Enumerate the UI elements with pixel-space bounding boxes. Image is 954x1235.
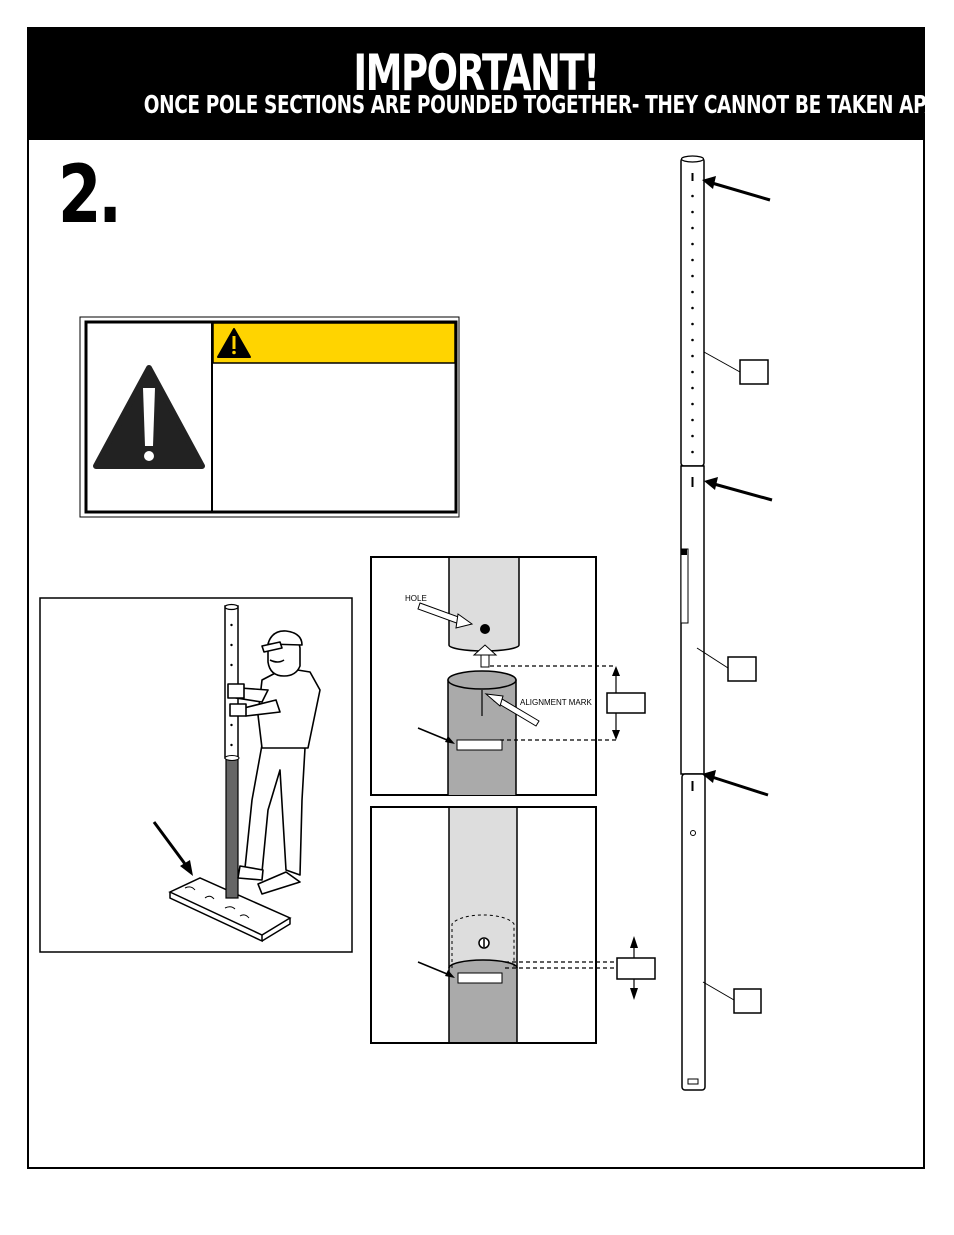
important-banner: IMPORTANT! ONCE POLE SECTIONS ARE POUNDE… [27,27,954,140]
pole-illustration [224,603,240,899]
pole-assembly [680,155,773,1091]
warning-triangle-icon [93,365,205,469]
joined-detail-panel [370,806,656,1044]
arrow-icon [152,821,193,876]
banner-title: IMPORTANT! [353,44,600,102]
man-figure [227,630,321,895]
arrow-icon [702,176,771,202]
hole-label: HOLE [405,594,427,603]
warning-triangle-small-icon [217,328,251,358]
warning-label [79,316,460,518]
wood-block [168,877,292,943]
arrow-icon [484,693,540,727]
pounding-illustration-panel [39,597,353,953]
step-number: 2. [58,148,122,241]
alignment-mark-label: ALIGNMENT MARK [520,698,593,707]
arrow-icon [702,770,769,797]
arrow-icon [704,477,773,502]
arrow-icon [417,602,474,629]
alignment-detail-panel: HOLE ALIGNMENT MARK [370,556,646,796]
